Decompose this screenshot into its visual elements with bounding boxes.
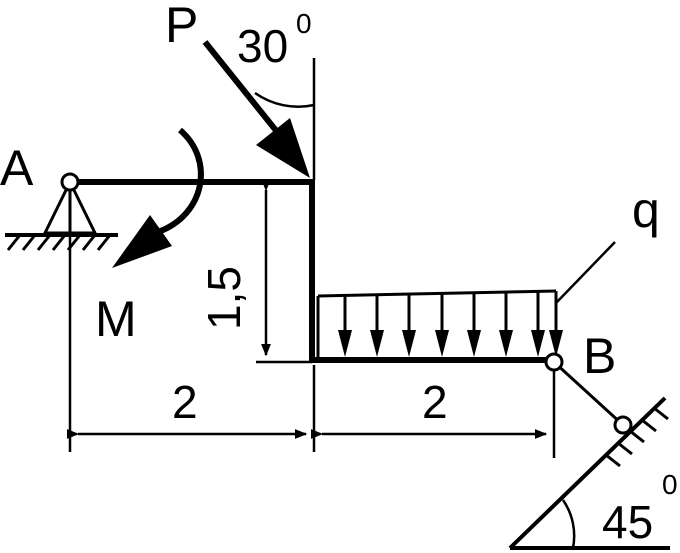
height-dimension (256, 178, 312, 364)
force-p-arrow (202, 40, 310, 178)
ground-hatch-a (6, 234, 112, 251)
left-span-label: 2 (172, 376, 198, 428)
span-dimensions (66, 190, 556, 458)
angle-p-value: 30 (237, 20, 288, 72)
distributed-load-q (316, 241, 616, 357)
right-span-label: 2 (422, 376, 448, 428)
frame (70, 179, 553, 363)
pin-a (60, 172, 80, 192)
support-b (508, 352, 670, 550)
q-leader-line (555, 241, 616, 304)
pin-b-ground (613, 415, 633, 435)
pin-b (544, 352, 564, 372)
angle-slope-value: 45 (602, 496, 653, 548)
label-p: P (165, 0, 198, 53)
ground-hatch-b (605, 406, 669, 468)
angle-arc-p (254, 91, 315, 108)
angle-slope-degree: 0 (662, 469, 678, 500)
label-b: B (583, 328, 616, 384)
label-a: A (0, 140, 34, 196)
angle-p-degree: 0 (296, 8, 312, 39)
label-q: q (632, 182, 660, 238)
moment-m-arrow (112, 127, 204, 268)
height-dim-label: 1,5 (198, 266, 250, 330)
angle-arc-slope (561, 499, 576, 549)
label-m: M (95, 291, 137, 347)
